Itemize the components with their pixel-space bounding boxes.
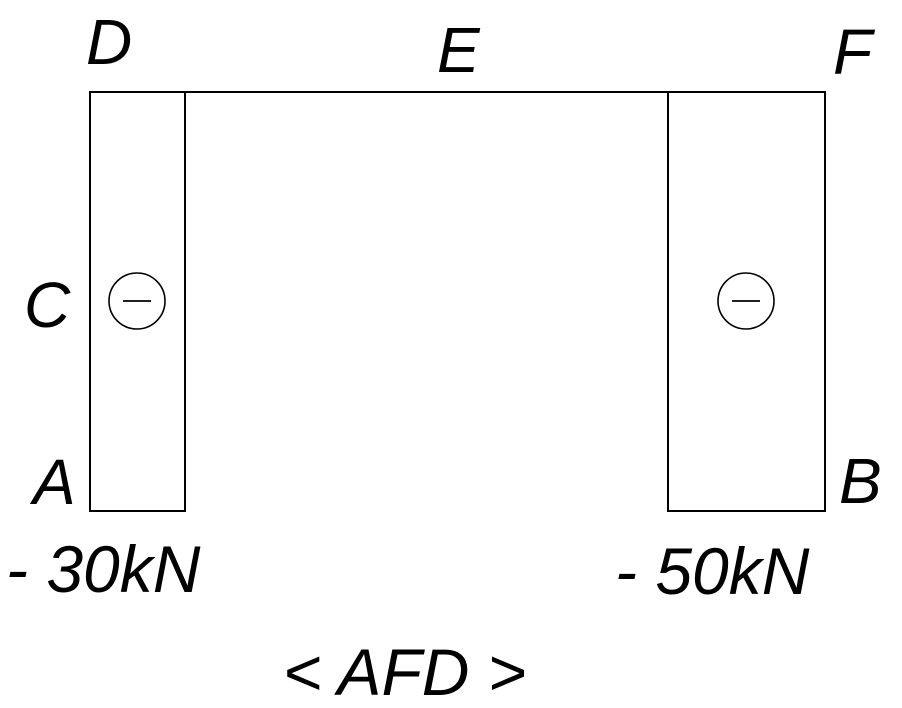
column-ad-force-band xyxy=(89,91,186,512)
force-value-right: - 50kN xyxy=(615,534,810,608)
node-label-b: B xyxy=(839,445,882,517)
node-label-e: E xyxy=(437,14,481,86)
node-label-a: A xyxy=(29,446,76,518)
minus-sign-icon-right xyxy=(717,272,775,330)
minus-sign-icon-left xyxy=(108,272,166,330)
node-label-c: C xyxy=(24,269,71,341)
column-bf-force-band xyxy=(667,91,826,512)
force-value-left: - 30kN xyxy=(6,532,201,606)
node-label-d: D xyxy=(86,6,132,78)
node-label-f: F xyxy=(833,16,876,88)
diagram-caption: < AFD > xyxy=(283,635,526,708)
